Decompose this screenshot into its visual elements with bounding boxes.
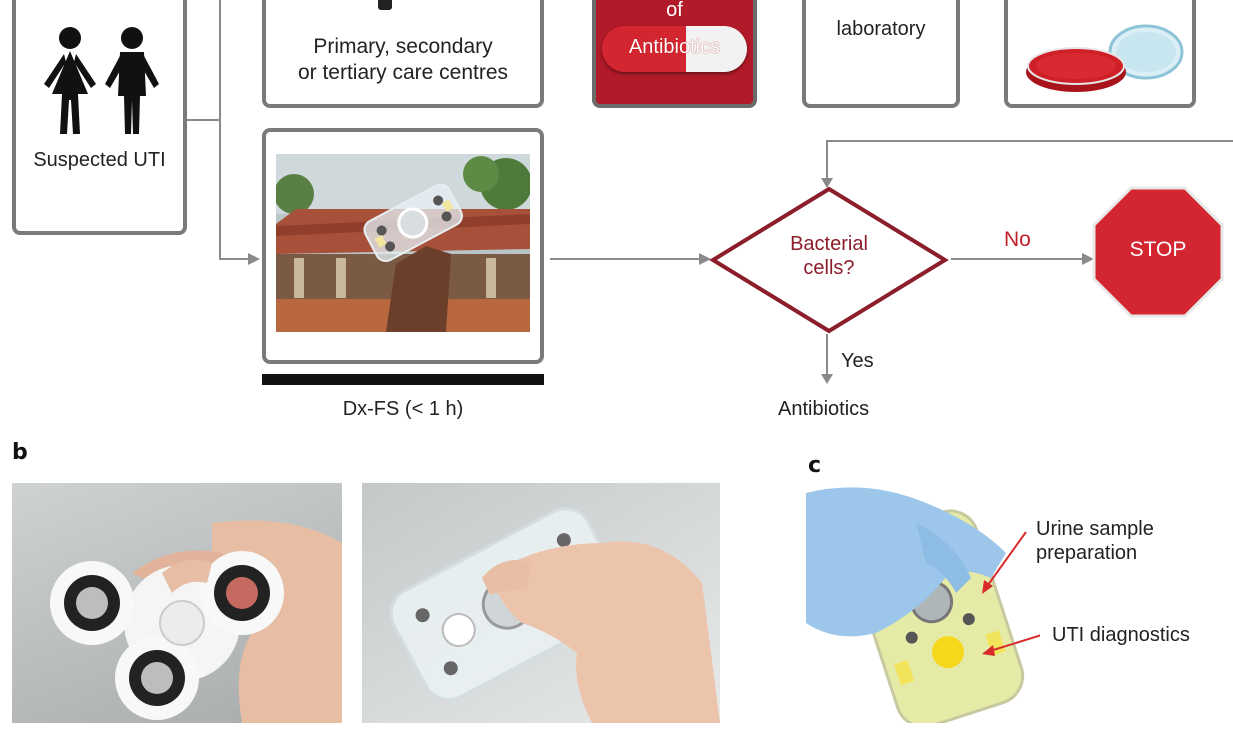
person-male-icon xyxy=(105,27,159,134)
gloved-device-image xyxy=(806,487,1025,723)
device-caption: Dx-FS (< 1 h) xyxy=(342,398,464,420)
stop-sign-icon xyxy=(1092,186,1224,318)
callout-arrows xyxy=(982,531,1040,656)
connector-patient-horizontal xyxy=(187,119,220,121)
feedback-line-vertical xyxy=(826,140,828,182)
connector-no xyxy=(951,258,1086,260)
device-timebar xyxy=(262,374,544,385)
connector-to-device xyxy=(219,258,255,260)
panel-c-label: c xyxy=(808,453,822,478)
laboratory-label: laboratory xyxy=(836,18,926,40)
arrow-head-to-decision-top xyxy=(821,178,833,188)
person-female-icon xyxy=(44,27,96,134)
antibiotics-box: of Antibiotics xyxy=(592,0,757,108)
yes-label: Yes xyxy=(841,350,874,372)
device-field-photo xyxy=(276,154,530,332)
device-photo-box xyxy=(262,128,544,364)
laboratory-box: laboratory xyxy=(802,0,960,108)
feedback-line-horizontal xyxy=(826,140,1233,142)
arrow-head-to-antibiotics xyxy=(821,374,833,384)
phone-icon xyxy=(378,0,392,10)
decision-label: Bacterial cells? xyxy=(790,233,868,279)
gloved-device-photo xyxy=(806,483,1036,723)
pill-icon xyxy=(602,26,747,72)
arrow-head-to-stop xyxy=(1082,253,1094,265)
fidget-spinner-photo xyxy=(12,483,342,723)
antibiotics-result-label: Antibiotics xyxy=(778,398,870,420)
connector-yes xyxy=(826,334,828,378)
culture-box xyxy=(1004,0,1196,108)
callout-urine-sample-preparation: Urine sample preparation xyxy=(1036,518,1154,564)
petri-dish-icon xyxy=(1026,24,1184,92)
connector-vertical xyxy=(219,0,221,259)
fidget-spinner-image xyxy=(50,520,342,723)
device-in-hand-photo xyxy=(362,483,720,723)
suspected-uti-label: Suspected UTI xyxy=(33,149,166,171)
suspected-uti-box: Suspected UTI xyxy=(12,0,187,235)
no-label: No xyxy=(1004,228,1031,251)
arrow-head-to-decision xyxy=(699,253,711,265)
decision-diamond xyxy=(709,186,949,334)
care-centre-label: Primary, secondary or tertiary care cent… xyxy=(297,35,509,84)
connector-device-to-decision xyxy=(550,258,703,260)
stop-label: STOP xyxy=(1129,238,1187,261)
pill-top-text: of xyxy=(666,0,683,21)
pill-label: Antibiotics xyxy=(628,36,721,58)
arrow-head-to-device xyxy=(248,253,260,265)
callout-uti-diagnostics: UTI diagnostics xyxy=(1052,624,1190,646)
device-in-hand-image xyxy=(389,507,720,723)
panel-b-label: b xyxy=(12,440,28,465)
care-centre-box: Primary, secondary or tertiary care cent… xyxy=(262,0,544,108)
